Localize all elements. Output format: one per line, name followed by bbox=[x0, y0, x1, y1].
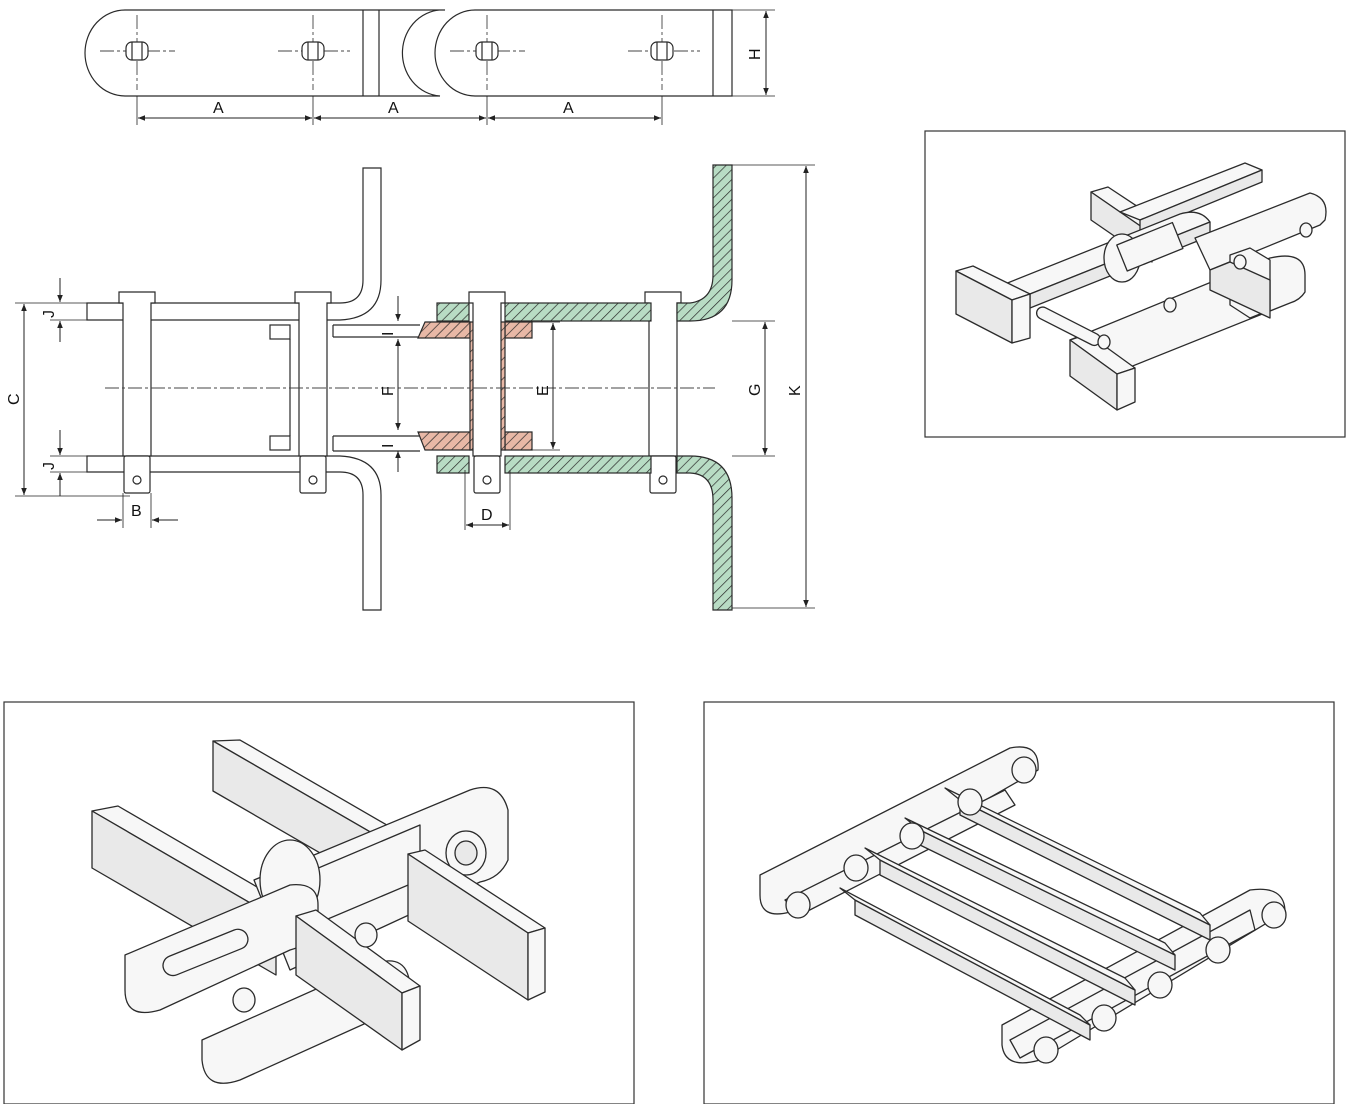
pitch-label-3: A bbox=[563, 100, 574, 117]
pins bbox=[118, 291, 682, 494]
roller-thickness-label-bottom: I bbox=[380, 444, 397, 448]
attachment-height-label: K bbox=[787, 385, 804, 396]
pin-head bbox=[125, 41, 674, 61]
iso-view-chain-assembly bbox=[703, 701, 1335, 1104]
pitch-label-2: A bbox=[388, 100, 399, 117]
roller-gap-label: F bbox=[380, 386, 397, 396]
section-view: C J J B D E F I bbox=[6, 164, 815, 611]
plate-thickness-label-bottom: J bbox=[41, 462, 58, 470]
attachment-gap-label: G bbox=[747, 384, 764, 396]
bush-width-label: D bbox=[481, 507, 493, 524]
pin-width-label: B bbox=[131, 503, 142, 520]
inner-width-label: C bbox=[6, 393, 23, 405]
pitch-label-1: A bbox=[213, 100, 224, 117]
iso-view-attachment-link bbox=[3, 701, 635, 1104]
hatched-section bbox=[417, 164, 733, 611]
inner-plate-gap-label: E bbox=[535, 385, 552, 396]
iso-view-single-link bbox=[924, 130, 1346, 438]
plate-thickness-label-top: J bbox=[41, 310, 58, 318]
dimensions: C J J B D E F I bbox=[6, 164, 815, 609]
link-height-label: H bbox=[747, 48, 764, 60]
roller-thickness-label-top: I bbox=[380, 332, 397, 336]
top-view: A A A H bbox=[84, 9, 775, 125]
